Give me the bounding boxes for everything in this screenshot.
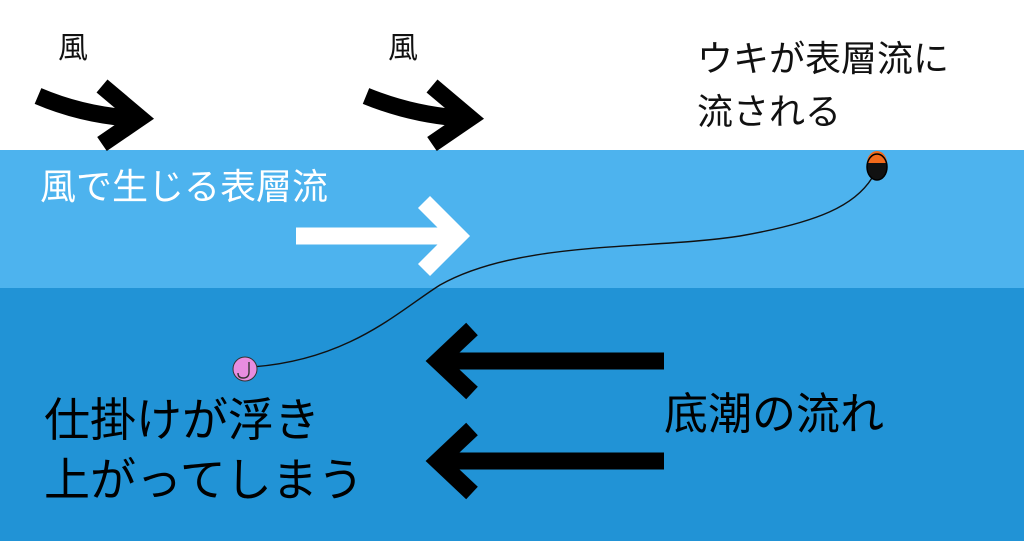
wind-arrow-left-icon (34, 79, 155, 152)
bottom-current-arrow-upper-icon (425, 322, 664, 400)
surface-current-label: 風で生じる表層流 (40, 167, 329, 208)
rig-caption-line1: 仕掛けが浮き (44, 393, 320, 447)
hook-icon (232, 356, 258, 382)
float-icon (866, 151, 888, 181)
surface-water-layer (0, 150, 1024, 288)
float-caption-line2: 流される (697, 92, 842, 133)
bottom-current-arrow-lower-icon (425, 422, 664, 500)
surface-current-arrow-icon (296, 195, 471, 277)
wind-label-left: 風 (58, 31, 88, 66)
bottom-current-label: 底潮の流れ (664, 389, 884, 440)
float-caption-line1: ウキが表層流に (697, 39, 950, 80)
wind-label-right: 風 (388, 31, 418, 66)
wind-arrow-right-icon (362, 79, 485, 152)
fishing-line (251, 177, 873, 368)
deep-water-layer (0, 288, 1024, 541)
sky-area (0, 0, 1024, 150)
rig-caption-line2: 上がってしまう (44, 453, 364, 507)
